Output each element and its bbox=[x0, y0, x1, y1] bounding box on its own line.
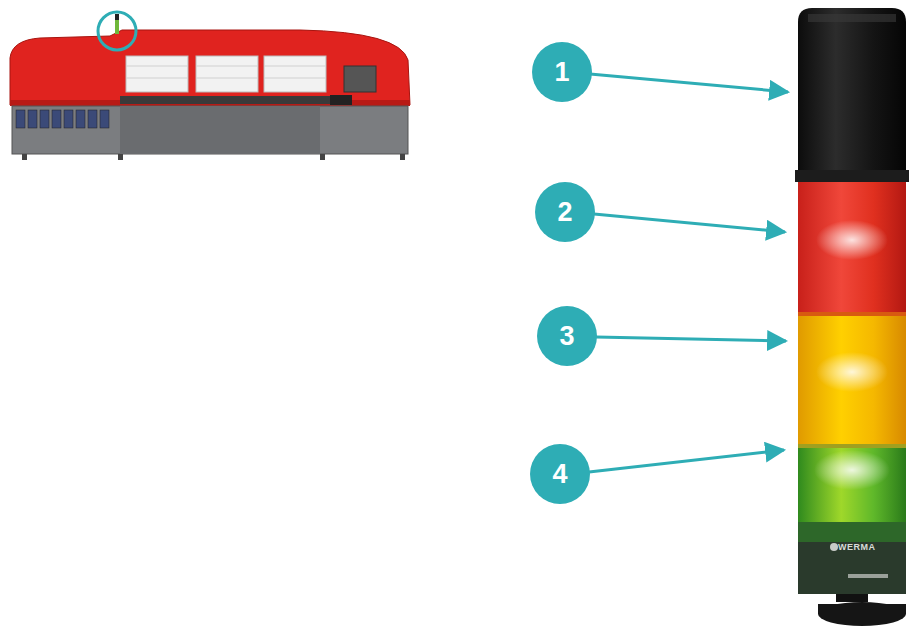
leader-arrows bbox=[589, 74, 788, 472]
callout-number: 4 bbox=[552, 461, 567, 488]
callout-circle: 3 bbox=[537, 306, 597, 366]
leader-line bbox=[596, 337, 786, 341]
callout-circle: 4 bbox=[530, 444, 590, 504]
leader-line bbox=[590, 74, 788, 92]
callout-circle: 1 bbox=[532, 42, 592, 102]
leader-line bbox=[594, 214, 785, 232]
signal-tower bbox=[795, 8, 909, 626]
callout-number: 2 bbox=[557, 199, 572, 226]
callout-number: 3 bbox=[559, 323, 574, 350]
callout-circle: 2 bbox=[535, 182, 595, 242]
printer-illustration bbox=[10, 12, 410, 160]
leader-line bbox=[589, 450, 784, 472]
callout-number: 1 bbox=[554, 59, 569, 86]
brand-label: WERMA bbox=[838, 542, 876, 552]
